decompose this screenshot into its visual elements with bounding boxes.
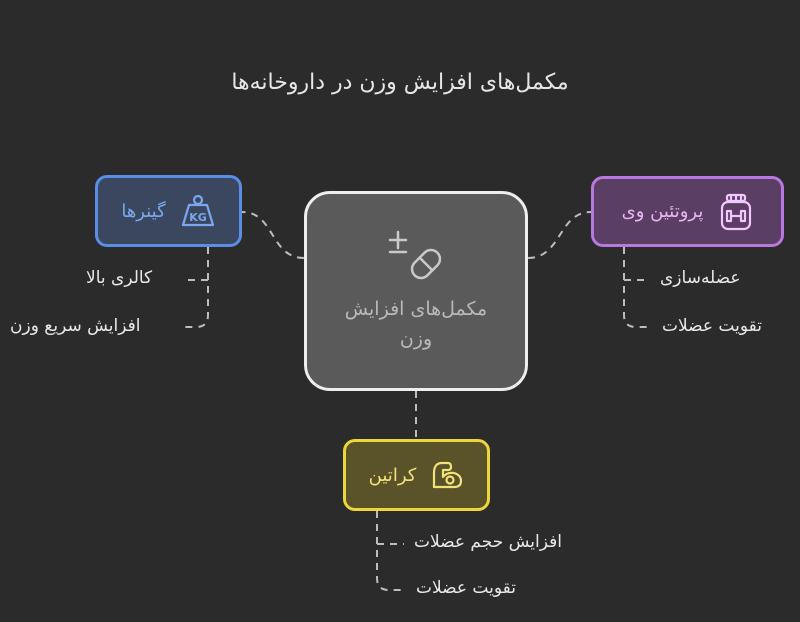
connector-center-gainers	[241, 211, 305, 259]
connector-gainers-items	[183, 247, 209, 328]
center-node-label: مکمل‌های افزایش وزن	[344, 298, 488, 350]
center-node: مکمل‌های افزایش وزن	[304, 191, 528, 391]
gainers-node: گینرها KG	[95, 175, 242, 247]
creatine-node-label: کراتین	[368, 464, 417, 486]
kg-weight-icon: KG	[180, 194, 216, 228]
gainers-item: افزایش سریع وزن	[10, 316, 141, 336]
protein-node: پروتئین وی	[591, 176, 784, 247]
gainers-item: کالری بالا	[86, 268, 153, 288]
protein-item: تقویت عضلات	[662, 316, 762, 336]
protein-jar-icon	[719, 193, 753, 231]
flexed-arm-icon	[430, 459, 464, 491]
protein-item: عضله‌سازی	[660, 268, 741, 288]
connector-creatine-items	[376, 511, 404, 591]
gainers-node-label: گینرها	[121, 200, 166, 222]
svg-text:KG: KG	[189, 211, 207, 224]
connector-protein-items	[623, 247, 648, 328]
diagram-title: مکمل‌های افزایش وزن در داروخانه‌ها	[231, 70, 569, 95]
creatine-node: کراتین	[343, 439, 490, 511]
connector-center-protein	[527, 211, 592, 259]
creatine-item: تقویت عضلات	[416, 578, 516, 598]
pills-plus-minus-icon	[384, 228, 448, 284]
protein-node-label: پروتئین وی	[621, 201, 704, 222]
creatine-item: افزایش حجم عضلات	[414, 532, 562, 552]
